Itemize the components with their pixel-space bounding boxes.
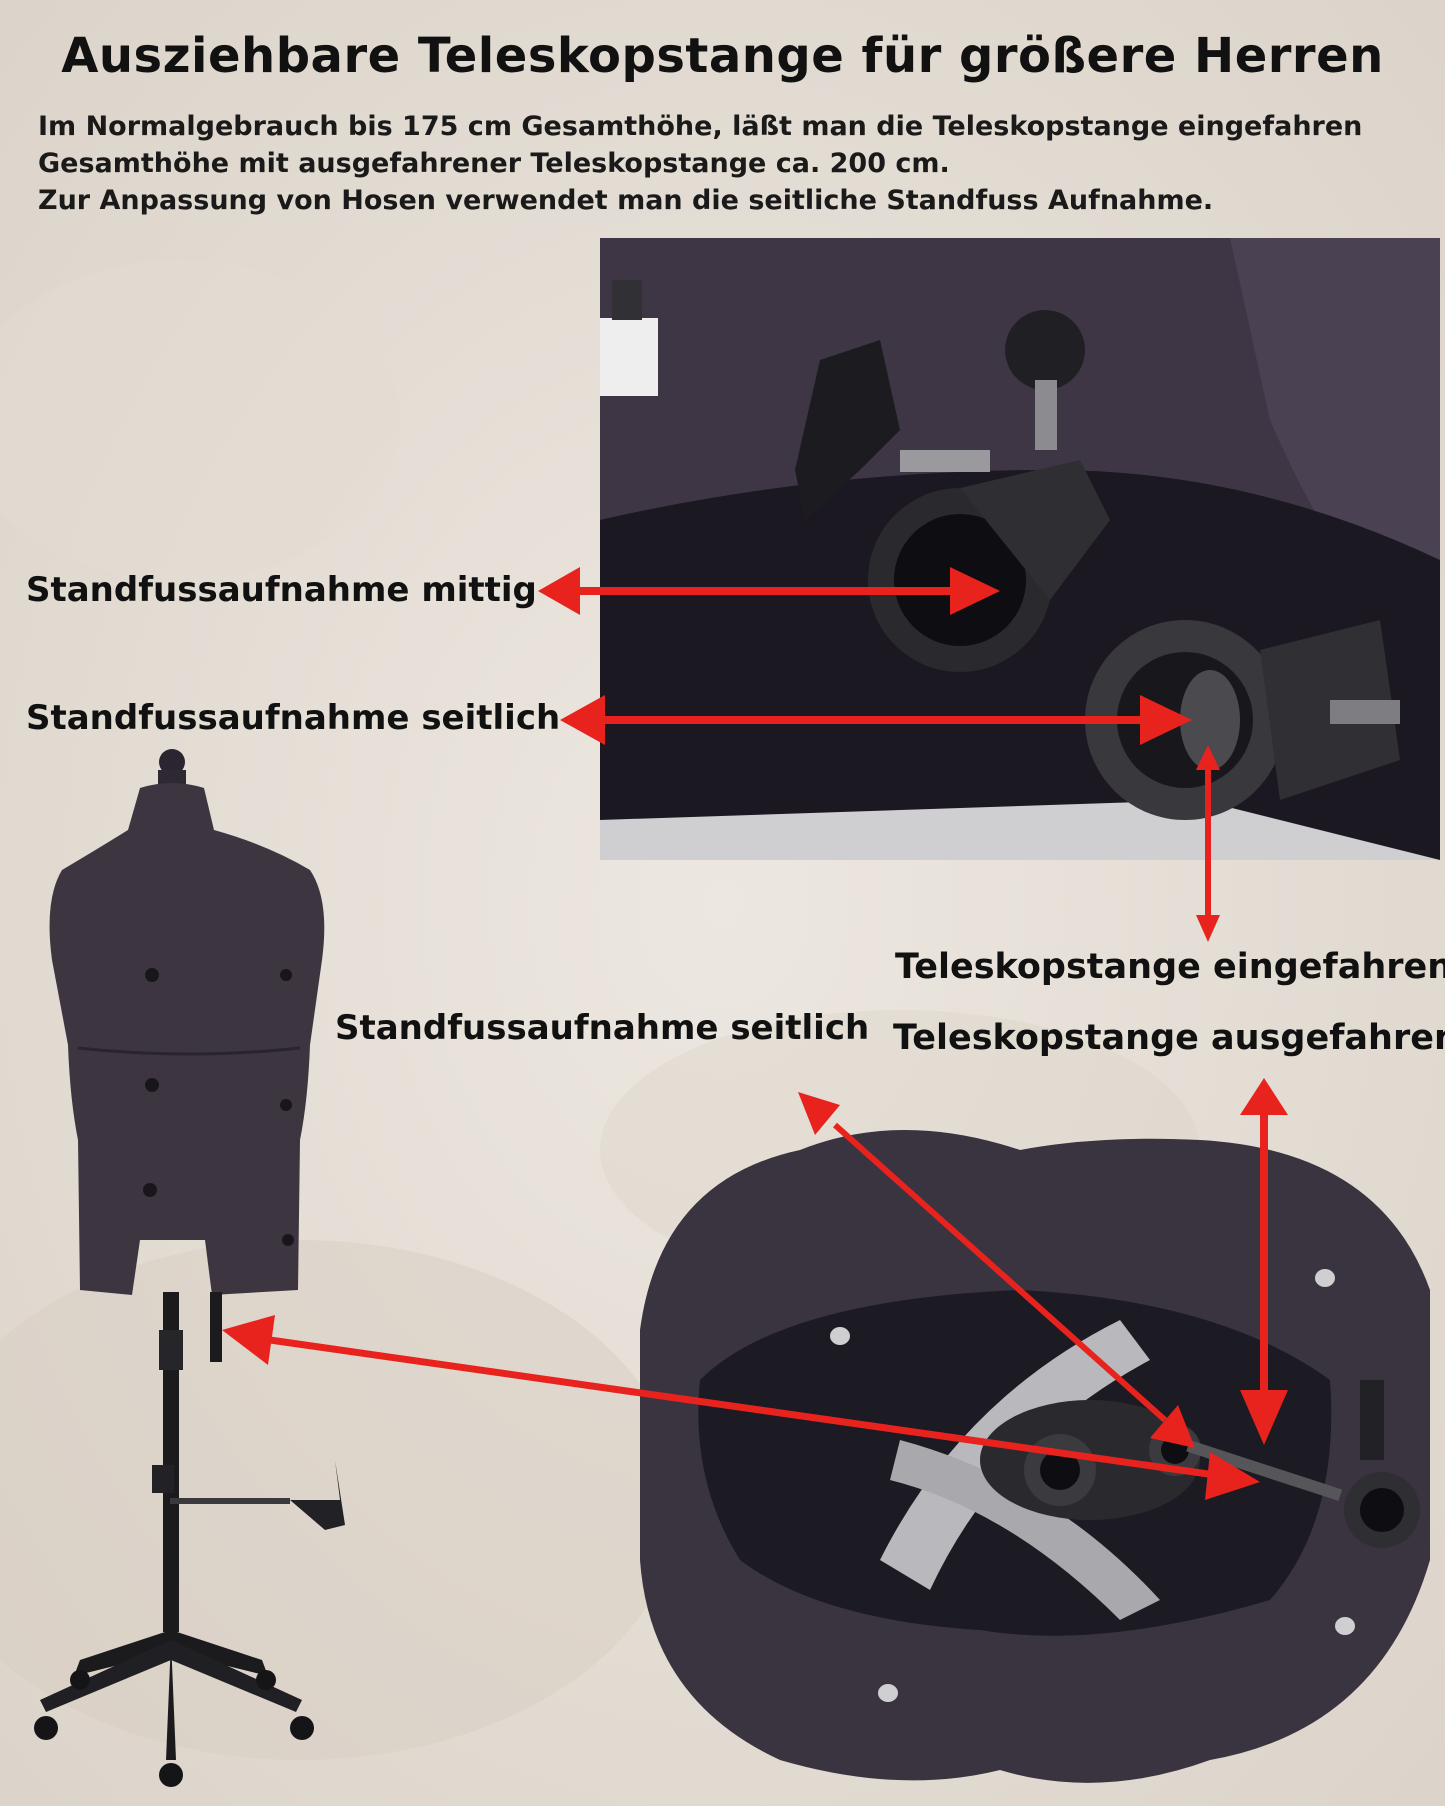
label-mount-side-bottom: Standfussaufnahme seitlich [335,1008,870,1048]
intro-line-1: Im Normalgebrauch bis 175 cm Gesamthöhe,… [38,111,1363,142]
page-title: Ausziehbare Teleskopstange für größere H… [61,28,1384,84]
label-mount-side: Standfussaufnahme seitlich [26,698,561,738]
arrow-mount-side [560,695,1192,745]
arrow-tele-extended [1240,1078,1288,1445]
arrow-pole-to-mount [222,1315,1260,1500]
intro-text: Im Normalgebrauch bis 175 cm Gesamthöhe,… [38,108,1418,219]
intro-line-3: Zur Anpassung von Hosen verwendet man di… [38,185,1214,216]
stand-pole [152,1292,345,1632]
label-tele-extended: Teleskopstange ausgefahren [893,1018,1445,1058]
arrow-mount-center [538,567,1000,615]
intro-line-2: Gesamthöhe mit ausgefahrener Teleskopsta… [38,148,950,179]
label-mount-center: Standfussaufnahme mittig [26,570,537,610]
label-tele-retracted: Teleskopstange eingefahren [895,947,1445,987]
center-clamp [795,310,1110,672]
stand-base [34,1630,314,1787]
arrow-tele-retracted [1196,745,1220,942]
dress-form-torso [49,749,325,1295]
arrow-mount-side-bottom [798,1092,1195,1448]
